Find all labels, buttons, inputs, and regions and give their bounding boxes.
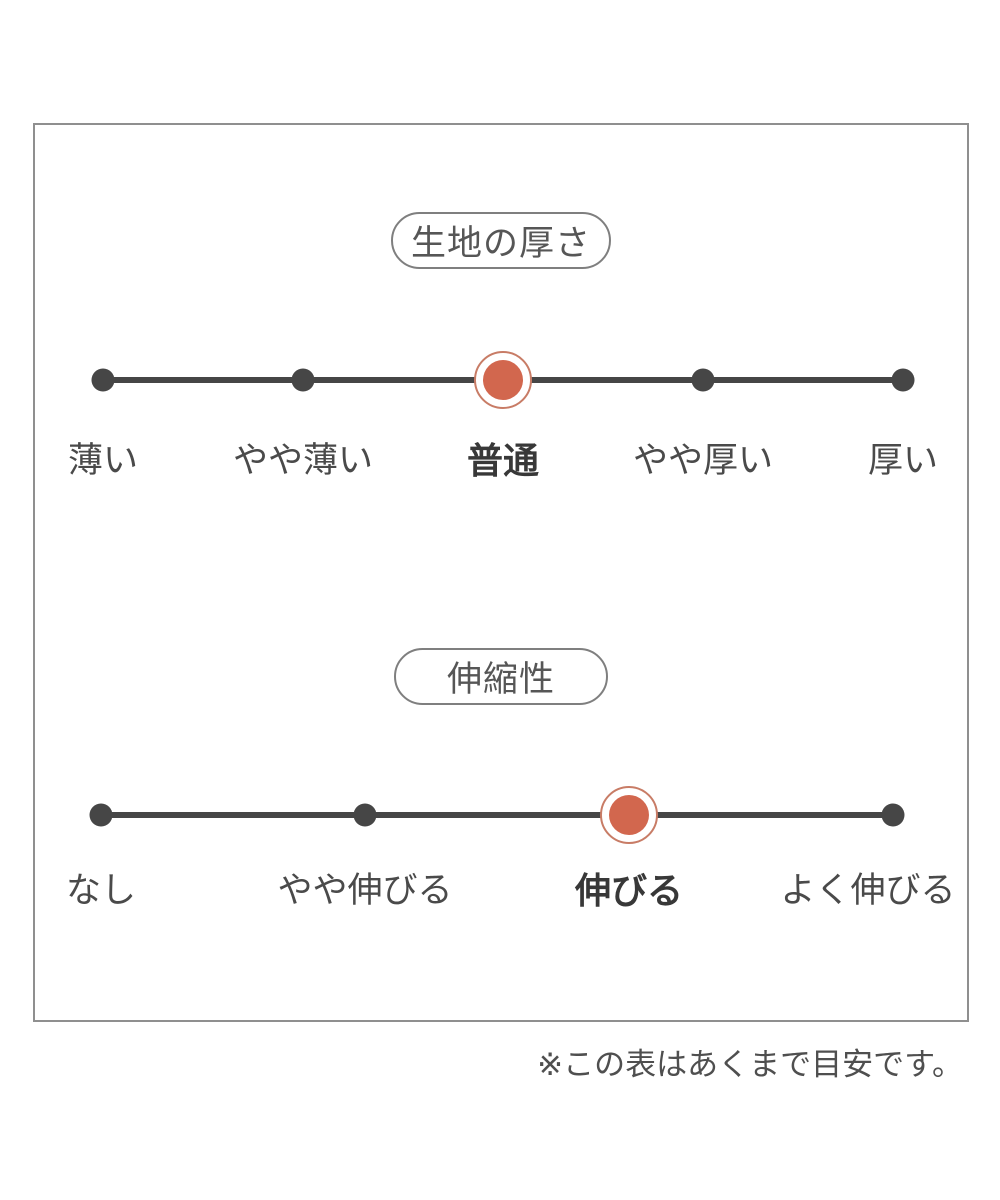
thickness-title-badge: 生地の厚さ <box>390 212 612 269</box>
thickness-label-normal-selected: 普通 <box>466 440 540 481</box>
thickness-dot-thick <box>891 368 915 392</box>
thickness-dot-somewhat-thick <box>691 368 715 392</box>
stretch-label-very: よく伸びる <box>780 871 956 910</box>
stretch-dot-somewhat <box>353 803 377 827</box>
thickness-label-somewhat-thin: やや薄い <box>232 441 374 480</box>
stretch-title: 伸縮性 <box>446 660 555 699</box>
stretch-selected-marker <box>600 786 658 844</box>
stretch-dot-very <box>881 803 905 827</box>
thickness-dot-somewhat-thin <box>291 368 315 392</box>
spec-panel: 生地の厚さ 薄い やや薄い 普通 やや厚い 厚い 伸縮性 なし やや伸びる 伸び… <box>33 123 969 1022</box>
stretch-label-stretches-selected: 伸びる <box>574 870 684 911</box>
thickness-title: 生地の厚さ <box>410 224 592 263</box>
thickness-selected-dot <box>483 360 523 400</box>
stretch-dot-none <box>89 803 113 827</box>
thickness-dot-thin <box>91 368 115 392</box>
stretch-scale-track <box>101 812 893 818</box>
stretch-label-somewhat: やや伸びる <box>277 871 453 910</box>
stretch-selected-dot <box>609 795 649 835</box>
stretch-title-badge: 伸縮性 <box>394 648 608 705</box>
thickness-label-thin: 薄い <box>67 441 139 480</box>
stretch-label-none: なし <box>65 871 137 910</box>
disclaimer-note: ※この表はあくまで目安です。 <box>537 1047 963 1082</box>
thickness-label-thick: 厚い <box>867 441 939 480</box>
thickness-label-somewhat-thick: やや厚い <box>632 441 774 480</box>
thickness-selected-marker <box>474 351 532 409</box>
